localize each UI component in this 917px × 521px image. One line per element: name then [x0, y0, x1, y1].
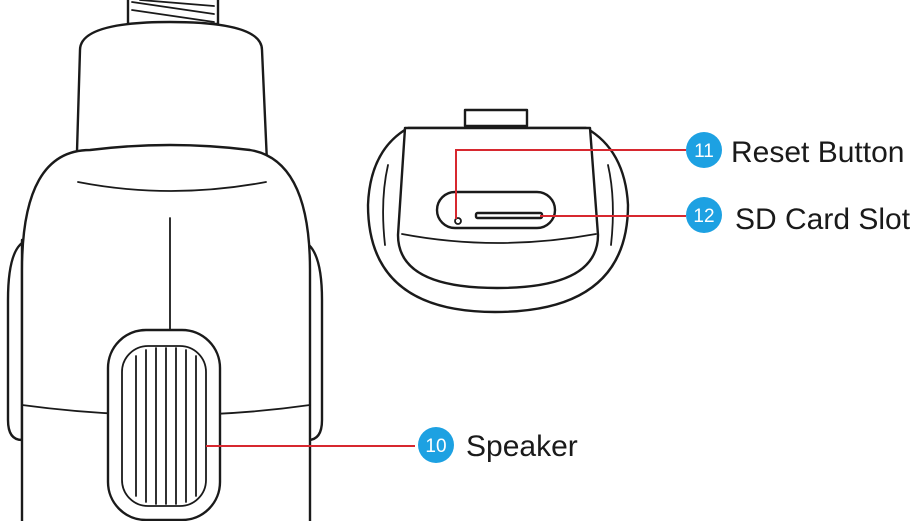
callout-number: 11 [694, 141, 714, 162]
callout-label: Speaker [466, 430, 578, 463]
callout-badge [686, 132, 722, 168]
camera-body-front-view [6, 0, 324, 521]
camera-bottom-view [366, 108, 630, 314]
left-side-ear [6, 238, 30, 442]
callout-label: SD Card Slot [735, 203, 911, 236]
camera-neck [74, 20, 270, 187]
callout-label: Reset Button [731, 136, 904, 169]
callout-sd-card-slot: 12 SD Card Slot [686, 197, 911, 236]
right-shading [607, 164, 614, 246]
reset-pinhole [454, 217, 462, 225]
top-tab [463, 108, 529, 128]
callout-badge [686, 197, 722, 233]
speaker-grille [106, 328, 222, 521]
callout-speaker: 10 Speaker [418, 427, 578, 463]
callout-number: 12 [693, 206, 714, 227]
sd-card-slot-opening [474, 211, 544, 220]
callout-badge [418, 427, 454, 463]
panel-arc-seam [401, 233, 597, 244]
leader-lines [206, 149, 686, 447]
threaded-mount [126, 0, 220, 26]
neck-bottom-edge [77, 181, 267, 192]
callout-number: 10 [425, 436, 446, 457]
leader-reset [455, 149, 686, 219]
callout-reset-button: 11 Reset Button [686, 132, 904, 169]
left-shading [382, 164, 389, 246]
